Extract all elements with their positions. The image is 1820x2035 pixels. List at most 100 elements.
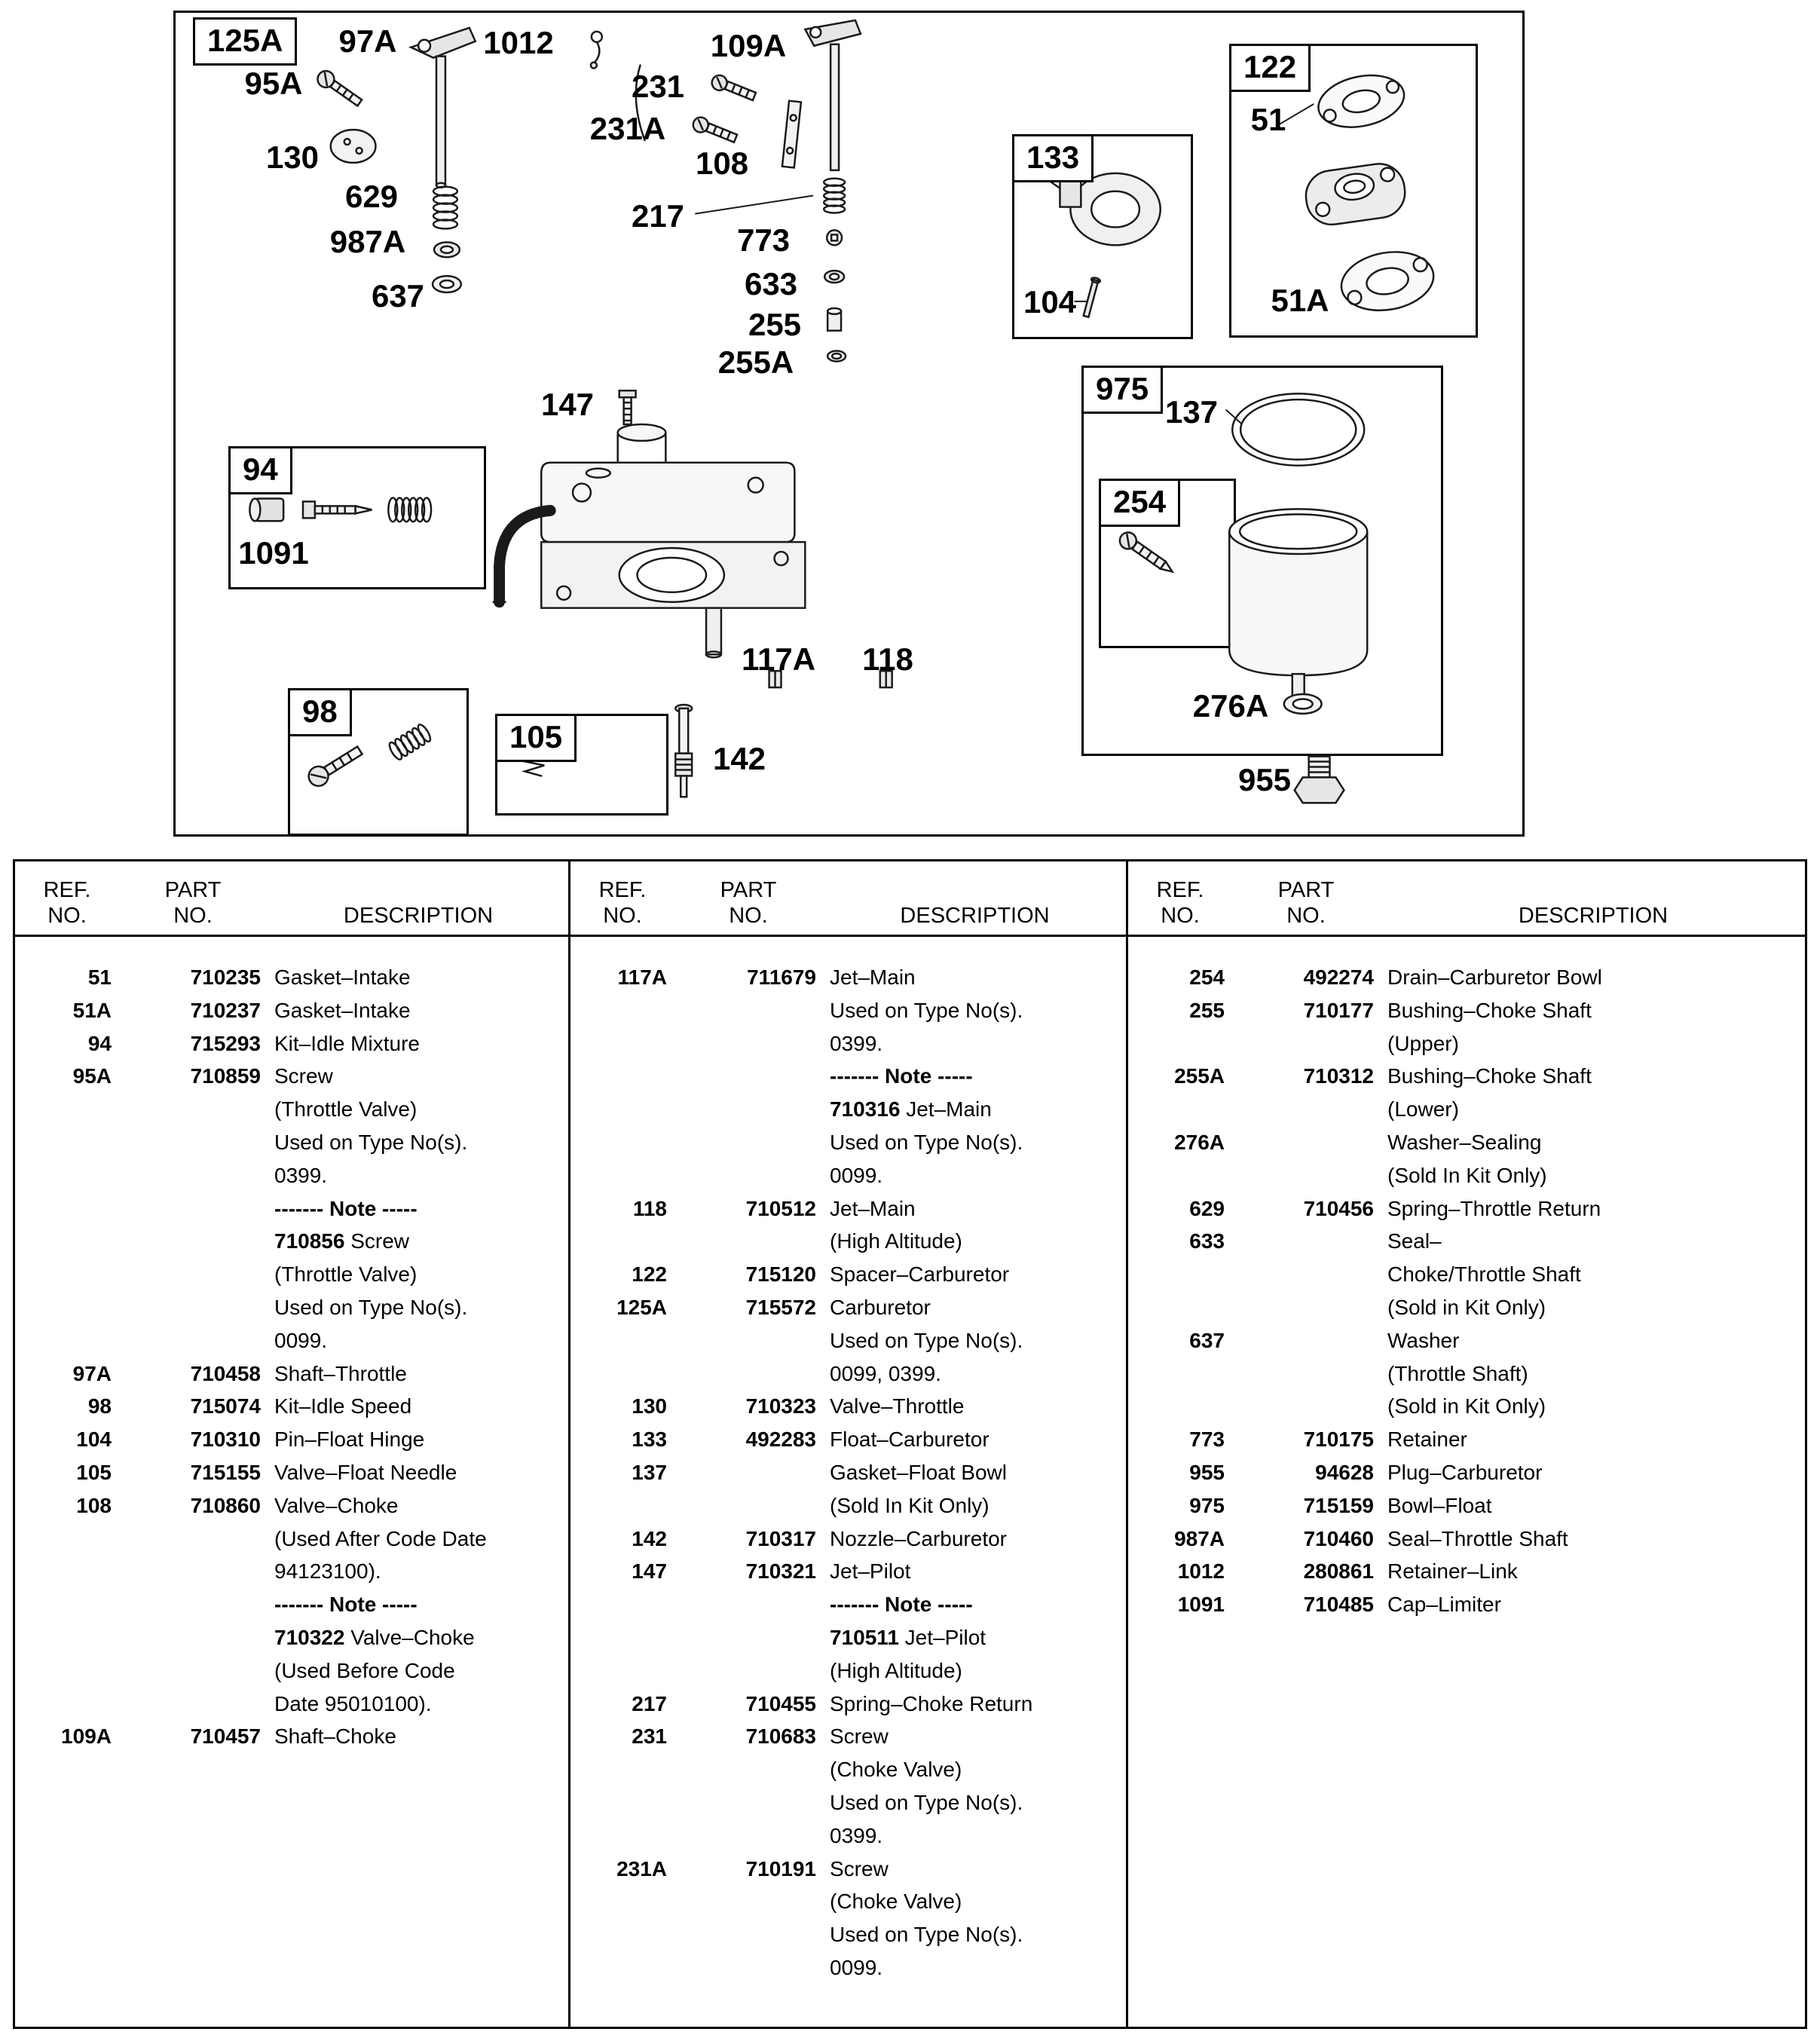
ref-no: 105 — [76, 1460, 112, 1484]
description: Kit–Idle Speed — [274, 1394, 412, 1418]
part-no: 710512 — [745, 1196, 816, 1220]
description: Gasket–Intake — [274, 965, 411, 989]
region-105 — [495, 714, 668, 816]
float-bowl-illustration — [1228, 508, 1369, 712]
description: Washer(Throttle Shaft)(Sold in Kit Only) — [1387, 1328, 1546, 1418]
ref-no: 117A — [617, 965, 667, 989]
callout-105: 105 — [495, 714, 577, 763]
ref-no: 94 — [87, 1031, 112, 1055]
throttle-return-spring-illustration — [432, 185, 459, 230]
callout-217: 217 — [631, 198, 685, 234]
description: Spacer–Carburetor — [830, 1262, 1010, 1287]
intake-gasket-51-illustration — [1317, 74, 1406, 128]
callout-276A: 276A — [1192, 688, 1269, 724]
part-row-231: 231 710683 Screw(Choke Valve)Used on Type … — [578, 1720, 1120, 1852]
part-no: 710310 — [190, 1428, 261, 1452]
part-no: 710683 — [745, 1724, 816, 1749]
ref-no: 773 — [1189, 1428, 1225, 1452]
col-header-part: PART NO. — [1238, 877, 1374, 935]
header-part-line2: NO. — [1286, 904, 1326, 928]
callout-51A: 51A — [1271, 283, 1329, 318]
ref-no: 231 — [632, 1724, 667, 1749]
callout-633: 633 — [744, 266, 798, 301]
ref-no: 255A — [1174, 1064, 1225, 1088]
description: Screw(Choke Valve)Used on Type No(s).039… — [830, 1724, 1023, 1847]
ref-no: 118 — [632, 1196, 667, 1220]
header-part-line2: NO. — [729, 904, 768, 928]
description: Bushing–Choke Shaft(Lower) — [1387, 1064, 1592, 1122]
callout-254: 254 — [1099, 479, 1181, 528]
part-no: 710457 — [190, 1724, 261, 1749]
description: Jet–Main(High Altitude) — [830, 1196, 962, 1253]
description: Drain–Carburetor Bowl — [1387, 965, 1602, 989]
part-no: 715159 — [1303, 1493, 1374, 1517]
region-133 — [1012, 134, 1193, 339]
header-ref-line2: NO. — [47, 904, 87, 928]
part-no: 710458 — [190, 1361, 261, 1385]
callout-117A: 117A — [741, 641, 816, 677]
part-no: 715120 — [745, 1262, 816, 1287]
pilot-jet-illustration — [618, 389, 637, 426]
throttle-shaft-seal-illustration — [433, 241, 461, 259]
description: Shaft–Choke — [274, 1724, 396, 1749]
callout-133: 133 — [1012, 134, 1094, 183]
description: Washer–Sealing(Sold In Kit Only) — [1387, 1130, 1547, 1187]
description: Bowl–Float — [1387, 1493, 1492, 1517]
table-header-1: REF. NO. PART NO. DESCRIPTION — [15, 861, 568, 937]
float-bowl-gasket-illustration — [1231, 392, 1366, 467]
part-no: 715074 — [190, 1394, 261, 1418]
ref-no: 109A — [61, 1724, 112, 1749]
region-94 — [228, 446, 486, 589]
choke-bushing-upper-illustration — [826, 307, 843, 332]
callout-231: 231 — [631, 69, 685, 104]
callout-51: 51 — [1250, 102, 1286, 137]
description: Spring–Choke Return — [830, 1691, 1033, 1715]
description: Valve–Float Needle — [274, 1460, 457, 1484]
ref-no: 231A — [616, 1856, 667, 1880]
region-975 — [1081, 366, 1443, 756]
description: Screw(Throttle Valve)Used on Type No(s).… — [274, 1064, 468, 1352]
part-no: 710860 — [190, 1493, 261, 1517]
callout-97A: 97A — [338, 23, 397, 59]
ref-no: 1091 — [1177, 1593, 1225, 1617]
ref-no: 51A — [72, 998, 112, 1022]
idle-speed-kit-illustration — [307, 724, 432, 788]
description: Seal–Throttle Shaft — [1387, 1526, 1568, 1550]
part-no: 280861 — [1303, 1559, 1374, 1584]
float-hinge-pin-illustration — [1082, 277, 1101, 319]
description: Pin–Float Hinge — [274, 1428, 425, 1452]
description: Float–Carburetor — [830, 1428, 990, 1452]
ref-no: 125A — [616, 1295, 667, 1319]
part-row-109A: 109A 710457 Shaft–Choke — [23, 1720, 562, 1753]
leader-lines — [695, 103, 1314, 424]
description: Shaft–Throttle — [274, 1361, 407, 1385]
choke-bushing-lower-illustration — [826, 350, 847, 363]
part-no: 492274 — [1303, 965, 1374, 989]
float-illustration — [1044, 172, 1161, 246]
header-part-line1: PART — [1277, 878, 1335, 902]
part-no: 492283 — [745, 1428, 816, 1452]
header-part-line1: PART — [720, 878, 777, 902]
choke-shaft-illustration — [803, 19, 862, 172]
part-no: 710323 — [745, 1394, 816, 1418]
header-ref-line1: REF. — [598, 878, 647, 902]
